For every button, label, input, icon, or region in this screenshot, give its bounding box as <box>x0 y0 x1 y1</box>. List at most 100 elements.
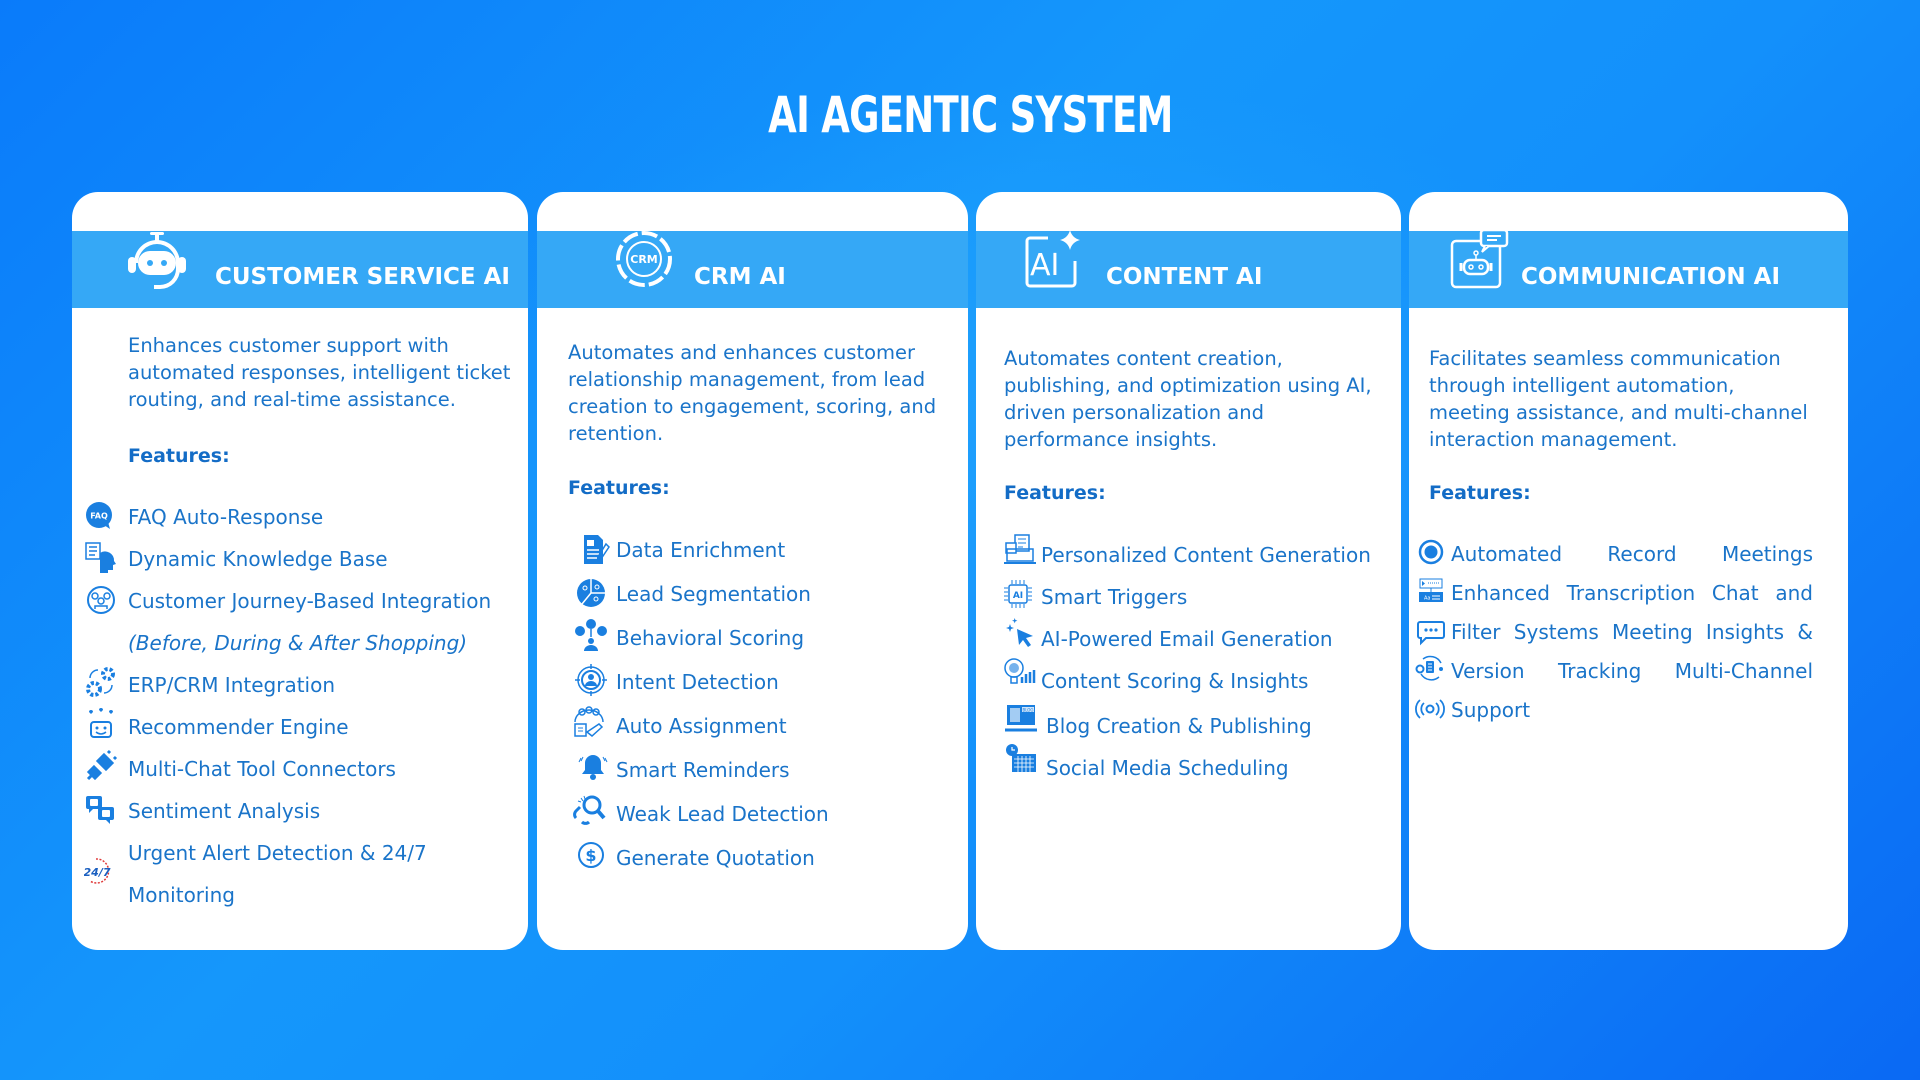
content-laptop-icon <box>1003 533 1037 567</box>
feature-label: Recommender Engine <box>128 715 349 739</box>
feature-word: Filter <box>1451 620 1501 644</box>
card-crm-ai: CRM CRM AI Automates and enhances custom… <box>537 192 968 950</box>
feature-item-continued: Monitoring <box>128 883 235 907</box>
feature-item: Dynamic Knowledge Base <box>85 542 388 573</box>
feature-item: AI Smart Triggers <box>1004 580 1188 609</box>
feature-item: ERP/CRM Integration <box>86 667 336 697</box>
feature-label-justified: Filter Systems Meeting Insights & <box>1451 620 1813 644</box>
feature-label: FAQ Auto-Response <box>128 505 324 529</box>
ai-sparkle-icon: AI <box>1022 228 1086 292</box>
feature-item: Weak Lead Detection <box>573 795 829 826</box>
feature-item: Social Media Scheduling <box>1006 744 1289 780</box>
card-title: CONTENT AI <box>1106 264 1263 290</box>
feature-label: AI-Powered Email Generation <box>1041 627 1333 651</box>
feature-item: Sentiment Analysis <box>86 796 321 824</box>
feature-label: Intent Detection <box>616 670 779 694</box>
description-line: routing, and real-time assistance. <box>128 388 456 411</box>
svg-text:AI: AI <box>1030 248 1059 283</box>
feature-item: Content Scoring & Insights <box>1004 658 1308 693</box>
description-line: meeting assistance, and multi-channel <box>1429 401 1808 424</box>
version-sync-icon <box>1415 653 1445 683</box>
feature-label-justified: Version Tracking Multi-Channel <box>1451 659 1813 683</box>
broadcast-icon <box>1415 696 1445 722</box>
card-title: CRM AI <box>694 264 786 290</box>
record-dot-icon <box>1417 538 1445 566</box>
description-line: Automates and enhances customer <box>568 341 916 364</box>
feature-item-note: (Before, During & After Shopping) <box>128 631 467 655</box>
description-line: relationship management, from lead <box>568 368 926 391</box>
feature-item: BLOG Blog Creation & Publishing <box>1005 705 1312 738</box>
description-line: creation to engagement, scoring, and <box>568 395 937 418</box>
feature-label: Generate Quotation <box>616 846 815 870</box>
feature-word: Multi-Channel <box>1674 659 1813 683</box>
svg-text:FAQ: FAQ <box>90 512 108 521</box>
card-description: Enhances customer support with automated… <box>128 332 510 413</box>
feature-word: Support <box>1451 698 1531 722</box>
calendar-clock-icon <box>1004 742 1038 776</box>
card-content-ai: AI CONTENT AI Automates content creation… <box>976 192 1401 950</box>
feature-item: Intent Detection <box>575 664 779 696</box>
svg-text:$: $ <box>585 846 596 865</box>
feature-item: Support <box>1415 698 1531 722</box>
bell-ringing-icon <box>576 750 610 784</box>
card-description: Automates and enhances customer relation… <box>568 339 936 447</box>
feature-item: $ Generate Quotation <box>578 842 815 870</box>
card-header-band: CRM CRM AI <box>537 231 968 308</box>
feature-label: Customer Journey-Based Integration <box>128 589 492 613</box>
svg-text:CRM: CRM <box>630 253 658 266</box>
description-line: retention. <box>568 422 664 445</box>
description-line: through intelligent automation, <box>1429 374 1735 397</box>
feature-word: Insights <box>1705 620 1785 644</box>
bulb-chart-icon <box>1003 657 1037 691</box>
card-customer-service-ai: CUSTOMER SERVICE AI Enhances customer su… <box>72 192 528 950</box>
feature-word: Meetings <box>1721 542 1813 566</box>
feature-label: Multi-Chat Tool Connectors <box>128 757 396 781</box>
feature-item: Recommender Engine <box>89 708 349 739</box>
feature-item: Personalized Content Generation <box>1004 534 1371 567</box>
description-line: Facilitates seamless communication <box>1429 347 1781 370</box>
card-communication-ai: COMMUNICATION AI Facilitates seamless co… <box>1409 192 1848 950</box>
feature-item: Behavioral Scoring <box>575 619 804 651</box>
description-line: automated responses, intelligent ticket <box>128 361 511 384</box>
feature-label: Dynamic Knowledge Base <box>128 547 388 571</box>
feature-item: Version Tracking Multi-Channel <box>1415 655 1813 683</box>
document-edit-icon <box>578 532 612 566</box>
feature-word: Chat <box>1711 581 1759 605</box>
target-user-icon <box>574 663 608 697</box>
team-assign-icon <box>572 706 606 740</box>
feature-label: Lead Segmentation <box>616 582 811 606</box>
feature-item: Auto Assignment <box>574 706 787 738</box>
feature-word: Record <box>1607 542 1677 566</box>
svg-text:Aa: Aa <box>1424 596 1430 602</box>
card-title: COMMUNICATION AI <box>1521 264 1780 290</box>
feature-label: Urgent Alert Detection & 24/7 <box>128 841 427 865</box>
customer-journey-icon <box>84 583 118 617</box>
pie-users-icon <box>574 576 608 610</box>
feature-label: Monitoring <box>128 883 235 907</box>
feature-label: Sentiment Analysis <box>128 799 321 823</box>
feature-label: Smart Triggers <box>1041 585 1188 609</box>
description-line: Automates content creation, <box>1004 347 1283 370</box>
card-header-band: AI CONTENT AI <box>976 228 1401 308</box>
card-description: Facilitates seamless communication throu… <box>1429 345 1808 453</box>
feature-label: Social Media Scheduling <box>1046 756 1289 780</box>
card-description: Automates content creation, publishing, … <box>1004 345 1372 453</box>
feature-item: Filter Systems Meeting Insights & <box>1417 620 1813 646</box>
svg-text:AI: AI <box>1013 591 1023 601</box>
description-line: interaction management. <box>1429 428 1678 451</box>
features-label: Features: <box>568 477 670 499</box>
feature-item: AI-Powered Email Generation <box>1006 618 1333 651</box>
feature-word: Enhanced <box>1451 581 1550 605</box>
feature-item: Automated Record Meetings <box>1418 539 1813 566</box>
feature-item: FAQ FAQ Auto-Response <box>86 502 324 529</box>
feature-word: Meeting <box>1612 620 1693 644</box>
faq-bubble-icon: FAQ <box>84 501 114 531</box>
chat-dots-icon <box>1417 618 1445 646</box>
description-line: Enhances customer support with <box>128 334 449 357</box>
robot-chat-icon <box>1449 229 1509 289</box>
feature-item: Customer Journey-Based Integration <box>87 586 492 614</box>
card-header-band: CUSTOMER SERVICE AI <box>72 231 528 308</box>
feature-label: ERP/CRM Integration <box>128 673 336 697</box>
page-title: AI AGENTIC SYSTEM <box>768 86 1173 144</box>
crm-badge-icon: CRM <box>615 230 673 288</box>
